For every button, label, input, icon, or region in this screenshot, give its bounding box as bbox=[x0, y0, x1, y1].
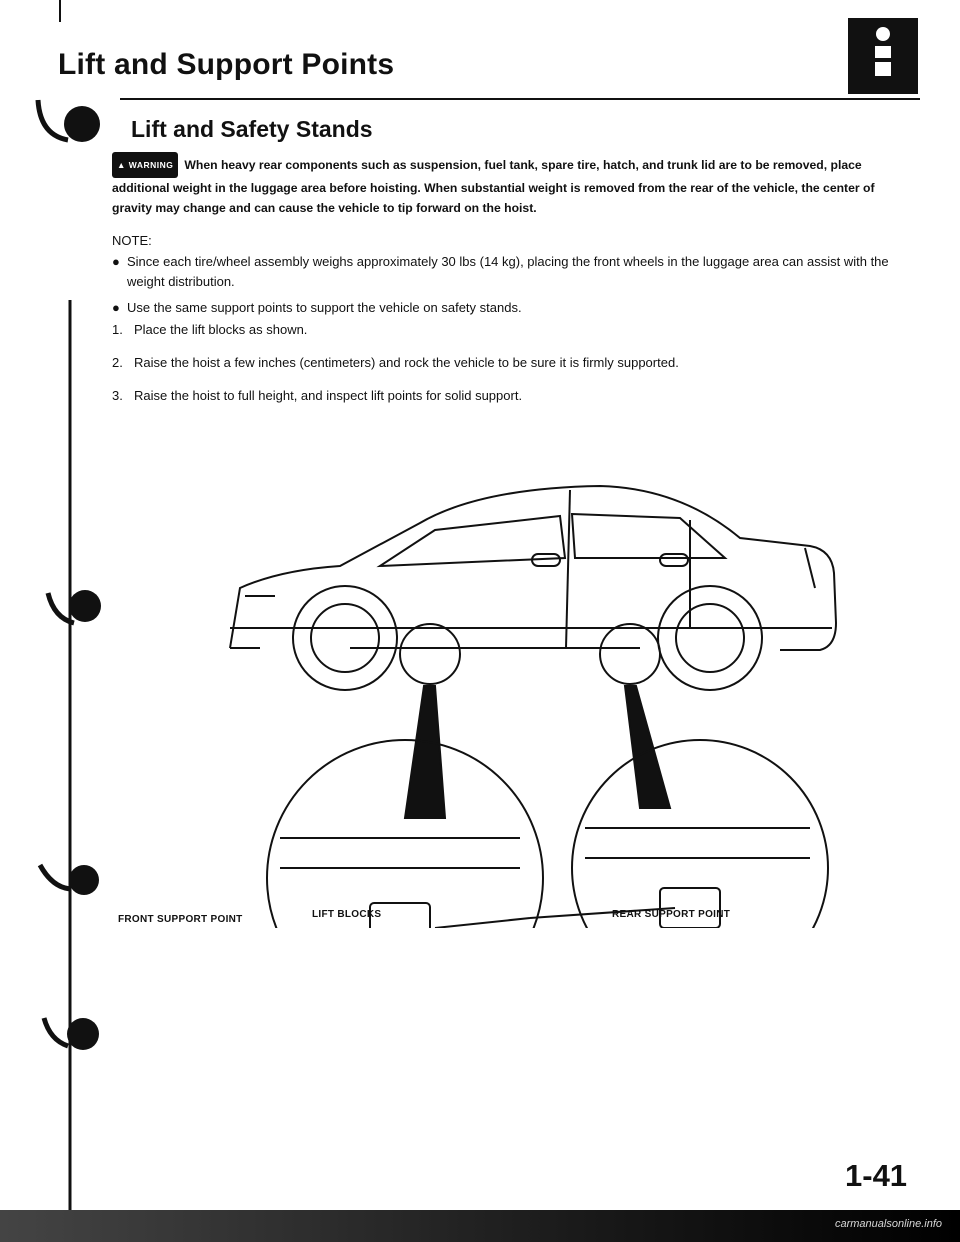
rear-detail-circle bbox=[571, 739, 829, 928]
pointer-wedge bbox=[623, 685, 672, 809]
binding-mark bbox=[41, 1017, 99, 1050]
warning-badge: ▲ WARNING bbox=[112, 152, 179, 178]
watermark: carmanualsonline.info bbox=[834, 1218, 942, 1230]
list-item: ●Since each tire/wheel assembly weighs a… bbox=[112, 254, 889, 289]
list-item: 1.Place the lift blocks as shown. bbox=[112, 322, 308, 337]
footer-bar bbox=[0, 1210, 960, 1242]
page-number: 1-41 bbox=[845, 1158, 908, 1193]
margin-decorations bbox=[35, 0, 101, 1242]
pointer-wedge bbox=[403, 685, 447, 819]
note-label: NOTE: bbox=[112, 233, 152, 248]
rear-support-label: REAR SUPPORT POINT bbox=[612, 909, 731, 920]
bullet-icon: ● bbox=[112, 254, 120, 269]
leader-line bbox=[434, 917, 531, 928]
binding-mark bbox=[45, 590, 101, 626]
front-detail-circle bbox=[266, 739, 544, 928]
step-list: 1.Place the lift blocks as shown. 2.Rais… bbox=[112, 320, 912, 419]
page-title: Lift and Support Points bbox=[58, 48, 395, 81]
list-item: ●Use the same support points to support … bbox=[112, 298, 912, 318]
list-item: 2.Raise the hoist a few inches (centimet… bbox=[112, 355, 679, 370]
binding-mark bbox=[37, 863, 99, 895]
warning-icon: ▲ bbox=[117, 160, 126, 170]
bullet-icon: ● bbox=[112, 300, 120, 315]
car-illustration bbox=[229, 484, 838, 691]
list-item: 3.Raise the hoist to full height, and in… bbox=[112, 388, 523, 403]
leader-line bbox=[529, 907, 676, 919]
section-title: Lift and Safety Stands bbox=[131, 116, 373, 142]
title-divider bbox=[120, 98, 920, 100]
info-icon bbox=[864, 27, 902, 76]
info-tab bbox=[848, 18, 918, 94]
lift-blocks-label: LIFT BLOCKS bbox=[312, 909, 382, 920]
note-list: ●Since each tire/wheel assembly weighs a… bbox=[112, 252, 912, 324]
warning-text: When heavy rear components such as suspe… bbox=[112, 158, 875, 215]
front-support-label: FRONT SUPPORT POINT bbox=[118, 914, 243, 925]
binding-mark bbox=[35, 99, 100, 143]
lift-points-illustration bbox=[229, 484, 838, 928]
